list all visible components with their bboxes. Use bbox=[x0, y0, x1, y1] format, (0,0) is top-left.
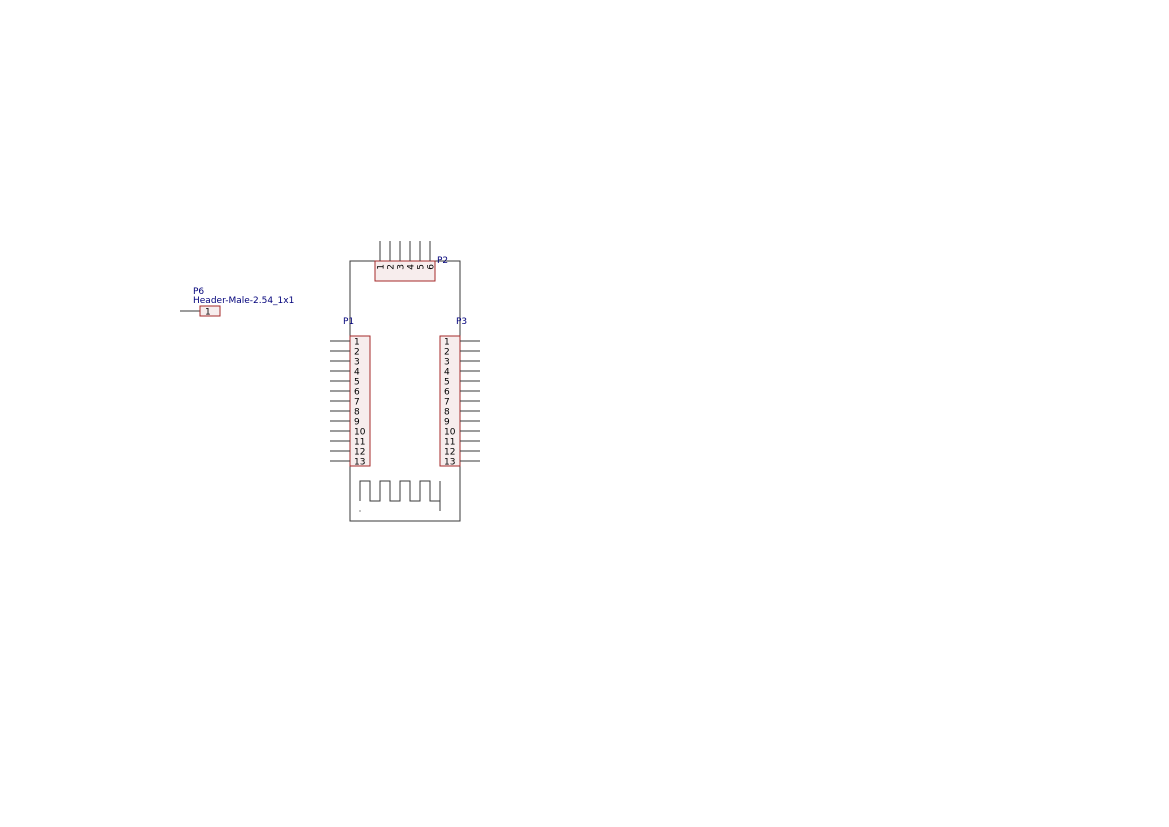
p2-pin-number: 5 bbox=[416, 264, 426, 270]
p1-pin-number: 2 bbox=[354, 347, 360, 357]
p2-pin-number: 4 bbox=[406, 264, 416, 270]
p1-pin-number: 13 bbox=[354, 457, 365, 467]
p3-ref-label: P3 bbox=[456, 317, 467, 327]
p1-pin-number: 5 bbox=[354, 377, 360, 387]
p3-pin-number: 2 bbox=[444, 347, 450, 357]
meander-antenna-icon bbox=[359, 480, 441, 512]
p3-pin-number: 1 bbox=[444, 337, 450, 347]
p1-pin-number: 4 bbox=[354, 367, 360, 377]
p1-pin-number: 9 bbox=[354, 417, 360, 427]
p2-ref-label: P2 bbox=[437, 256, 448, 266]
p3-pin-number: 8 bbox=[444, 407, 450, 417]
p3-pin-number: 4 bbox=[444, 367, 450, 377]
p2-pin-number: 3 bbox=[396, 264, 406, 270]
p6-value-label: Header-Male-2.54_1x1 bbox=[193, 296, 294, 306]
p1-pin-number: 11 bbox=[354, 437, 365, 447]
p2-pin-number: 1 bbox=[376, 264, 386, 270]
p1-pin-number: 10 bbox=[354, 427, 366, 437]
p3-pin-number: 10 bbox=[444, 427, 456, 437]
p1-pin-number: 1 bbox=[354, 337, 360, 347]
p6-ref-label: P6 bbox=[193, 287, 204, 297]
p6-header-body bbox=[199, 305, 221, 317]
p2-pin-number: 2 bbox=[386, 264, 396, 270]
connector-p6[interactable]: P6 Header-Male-2.54_1x1 1 bbox=[180, 287, 294, 318]
p1-pin-number: 6 bbox=[354, 387, 360, 397]
p3-pin-number: 9 bbox=[444, 417, 450, 427]
p3-pin-number: 6 bbox=[444, 387, 450, 397]
p1-pin-number: 7 bbox=[354, 397, 360, 407]
p3-pin-number: 7 bbox=[444, 397, 450, 407]
p3-pin-number: 5 bbox=[444, 377, 450, 387]
p1-ref-label: P1 bbox=[343, 317, 354, 327]
p2-header-body bbox=[374, 260, 436, 282]
p3-pin-number: 3 bbox=[444, 357, 450, 367]
p1-pin-number: 3 bbox=[354, 357, 360, 367]
p3-pin-number: 11 bbox=[444, 437, 455, 447]
p1-pin-number: 12 bbox=[354, 447, 365, 457]
p6-pin-number: 1 bbox=[205, 308, 211, 318]
p2-pin-number: 6 bbox=[426, 264, 436, 270]
p3-pin-number: 12 bbox=[444, 447, 455, 457]
p1-pin-number: 8 bbox=[354, 407, 360, 417]
p3-pin-number: 13 bbox=[444, 457, 455, 467]
